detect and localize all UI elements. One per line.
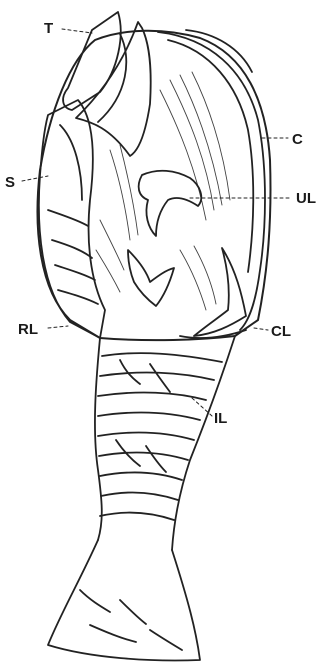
- peduncle: [95, 336, 235, 550]
- scutum-plate: [39, 100, 105, 338]
- rostral-latus-plate: [128, 250, 174, 306]
- label-il: IL: [214, 411, 227, 426]
- upper-latus-plate: [139, 171, 202, 236]
- label-cl: CL: [271, 324, 291, 339]
- label-t: T: [44, 21, 53, 36]
- label-s: S: [5, 175, 15, 190]
- label-rl: RL: [18, 322, 38, 337]
- basal-foot: [48, 540, 200, 660]
- membrane-striations: [96, 72, 230, 310]
- label-c: C: [292, 132, 303, 147]
- label-ul: UL: [296, 191, 316, 206]
